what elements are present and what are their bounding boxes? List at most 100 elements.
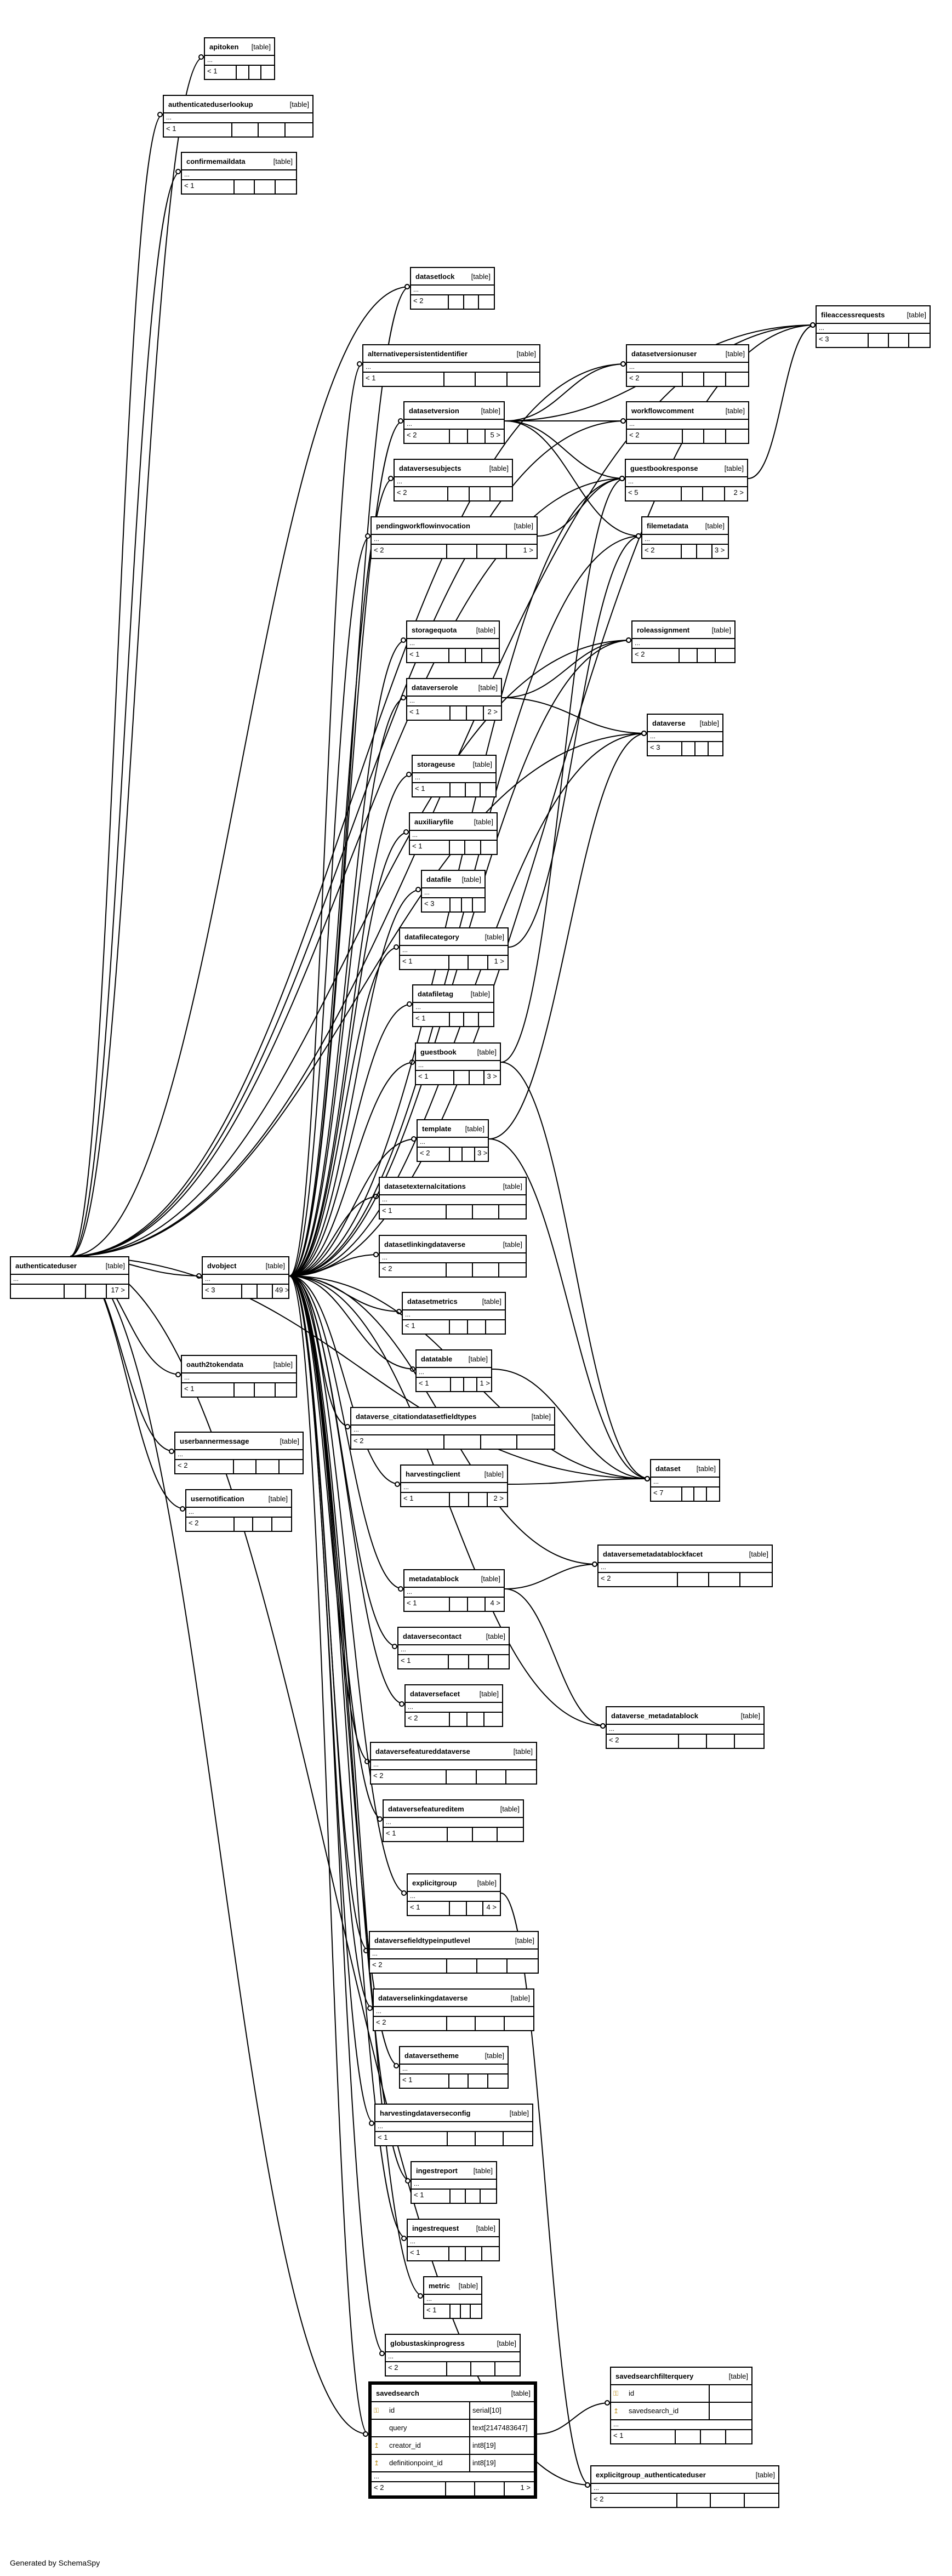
child-count[interactable] xyxy=(479,1013,493,1026)
parent-count[interactable]: < 1 xyxy=(164,123,232,136)
parent-count[interactable]: < 1 xyxy=(380,1205,447,1218)
table-name[interactable]: datasetmetrics xyxy=(407,1297,458,1306)
table-name[interactable]: metadatablock xyxy=(409,1574,459,1583)
parent-count[interactable]: < 1 xyxy=(182,180,235,193)
child-count[interactable] xyxy=(909,334,930,347)
table-storageuse[interactable]: storageuse[table]...< 1 xyxy=(412,755,497,797)
child-count[interactable] xyxy=(484,1713,502,1726)
child-count[interactable] xyxy=(707,1488,719,1501)
table-name[interactable]: dataversesubjects xyxy=(399,464,461,472)
parent-count[interactable]: < 3 xyxy=(203,1285,242,1298)
table-name[interactable]: filemetadata xyxy=(647,521,688,530)
parent-count[interactable]: < 2 xyxy=(374,2017,447,2030)
parent-count[interactable]: < 2 xyxy=(411,295,449,309)
parent-count[interactable]: < 1 xyxy=(403,1320,450,1333)
table-apitoken[interactable]: apitoken[table]...< 1 xyxy=(204,37,275,80)
child-count[interactable] xyxy=(504,2132,532,2145)
parent-count[interactable]: < 1 xyxy=(416,1071,455,1084)
child-count[interactable] xyxy=(726,2430,751,2443)
child-count[interactable] xyxy=(276,1383,296,1397)
table-name[interactable]: datasetversionuser xyxy=(631,349,697,358)
table-name[interactable]: dataverse_citationdatasetfieldtypes xyxy=(356,1412,477,1421)
table-name[interactable]: dataversetheme xyxy=(404,2051,459,2060)
table-datasetmetrics[interactable]: datasetmetrics[table]...< 1 xyxy=(402,1292,506,1335)
table-name[interactable]: datasetlinkingdataverse xyxy=(384,1240,466,1249)
table-dataverse-metadatablock[interactable]: dataverse_metadatablock[table]...< 2 xyxy=(606,1706,765,1749)
table-name[interactable]: apitoken xyxy=(209,42,239,51)
table-dataversefieldtypeinputlevel[interactable]: dataversefieldtypeinputlevel[table]...< … xyxy=(369,1931,539,1974)
parent-count[interactable]: < 2 xyxy=(607,1735,679,1748)
table-auxiliaryfile[interactable]: auxiliaryfile[table]...< 1 xyxy=(409,812,498,855)
table-ingestrequest[interactable]: ingestrequest[table]...< 1 xyxy=(407,2219,500,2261)
table-name[interactable]: template xyxy=(422,1124,452,1133)
table-name[interactable]: fileaccessrequests xyxy=(821,310,885,319)
table-dataversefeatureditem[interactable]: dataversefeatureditem[table]...< 1 xyxy=(383,1799,524,1842)
parent-count[interactable]: < 3 xyxy=(422,898,451,911)
child-count[interactable]: 4 > xyxy=(486,1903,497,1911)
parent-count[interactable]: < 2 xyxy=(627,430,683,443)
table-ingestreport[interactable]: ingestreport[table]...< 1 xyxy=(411,2161,497,2204)
parent-count[interactable]: < 2 xyxy=(186,1518,235,1531)
table-name[interactable]: ingestrequest xyxy=(412,2224,459,2232)
child-count[interactable]: 1 > xyxy=(494,957,504,965)
table-datafile[interactable]: datafile[table]...< 3 xyxy=(421,870,486,913)
child-count[interactable] xyxy=(745,2494,778,2507)
parent-count[interactable]: < 1 xyxy=(398,1655,449,1668)
child-count[interactable] xyxy=(517,1435,554,1449)
table-name[interactable]: storagequota xyxy=(412,625,457,634)
parent-count[interactable]: < 2 xyxy=(591,2494,677,2507)
parent-count[interactable]: < 3 xyxy=(817,334,869,347)
parent-count[interactable]: < 5 xyxy=(626,487,682,500)
table-name[interactable]: authenticateduser xyxy=(15,1261,77,1270)
table-name[interactable]: guestbook xyxy=(420,1047,457,1056)
child-count[interactable] xyxy=(482,2247,499,2260)
table-explicitgroup-authenticateduser[interactable]: explicitgroup_authenticateduser[table]..… xyxy=(590,2465,779,2508)
table-dataversemetadatablockfacet[interactable]: dataversemetadatablockfacet[table]...< 2 xyxy=(597,1545,773,1587)
child-count[interactable] xyxy=(261,66,274,79)
parent-count[interactable]: < 2 xyxy=(395,487,449,500)
table-fileaccessrequests[interactable]: fileaccessrequests[table]...< 3 xyxy=(816,305,931,348)
table-dataversecontact[interactable]: dataversecontact[table]...< 1 xyxy=(397,1627,510,1669)
parent-count[interactable]: < 1 xyxy=(363,373,444,386)
parent-count[interactable]: < 1 xyxy=(611,2430,676,2443)
table-name[interactable]: explicitgroup xyxy=(412,1878,457,1887)
table-globustaskinprogress[interactable]: globustaskinprogress[table]...< 2 xyxy=(385,2334,521,2376)
table-name[interactable]: datatable xyxy=(421,1354,453,1363)
table-name[interactable]: dataset xyxy=(655,1464,681,1473)
table-name[interactable]: dvobject xyxy=(207,1261,237,1270)
table-name[interactable]: userbannermessage xyxy=(180,1437,249,1445)
parent-count[interactable]: < 1 xyxy=(412,2190,451,2203)
parent-count[interactable]: < 1 xyxy=(417,1378,451,1391)
parent-count[interactable]: < 2 xyxy=(372,545,448,558)
table-harvestingdataverseconfig[interactable]: harvestingdataverseconfig[table]...< 1 xyxy=(374,2104,533,2146)
table-dataset[interactable]: dataset[table]...< 7 xyxy=(650,1459,720,1502)
child-count[interactable]: 1 > xyxy=(523,546,533,554)
table-name[interactable]: confirmemaildata xyxy=(186,157,246,166)
child-count[interactable] xyxy=(491,487,512,500)
child-count[interactable] xyxy=(499,1205,526,1218)
table-dataversefeatureddataverse[interactable]: dataversefeatureddataverse[table]...< 2 xyxy=(370,1742,537,1785)
parent-count[interactable]: < 1 xyxy=(413,783,451,796)
table-name[interactable]: dataversefeatureddataverse xyxy=(375,1747,470,1756)
table-savedsearchfilterquery[interactable]: savedsearchfilterquery[table]⚿id↥savedse… xyxy=(610,2367,753,2444)
child-count[interactable] xyxy=(716,649,734,662)
child-count[interactable] xyxy=(740,1573,772,1586)
table-name[interactable]: datafiletag xyxy=(418,989,454,998)
child-count[interactable] xyxy=(481,783,495,796)
table-roleassignment[interactable]: roleassignment[table]...< 2 xyxy=(631,620,736,663)
table-name[interactable]: authenticateduserlookup xyxy=(168,100,253,109)
child-count[interactable]: 17 > xyxy=(111,1286,125,1294)
table-name[interactable]: explicitgroup_authenticateduser xyxy=(596,2470,706,2479)
